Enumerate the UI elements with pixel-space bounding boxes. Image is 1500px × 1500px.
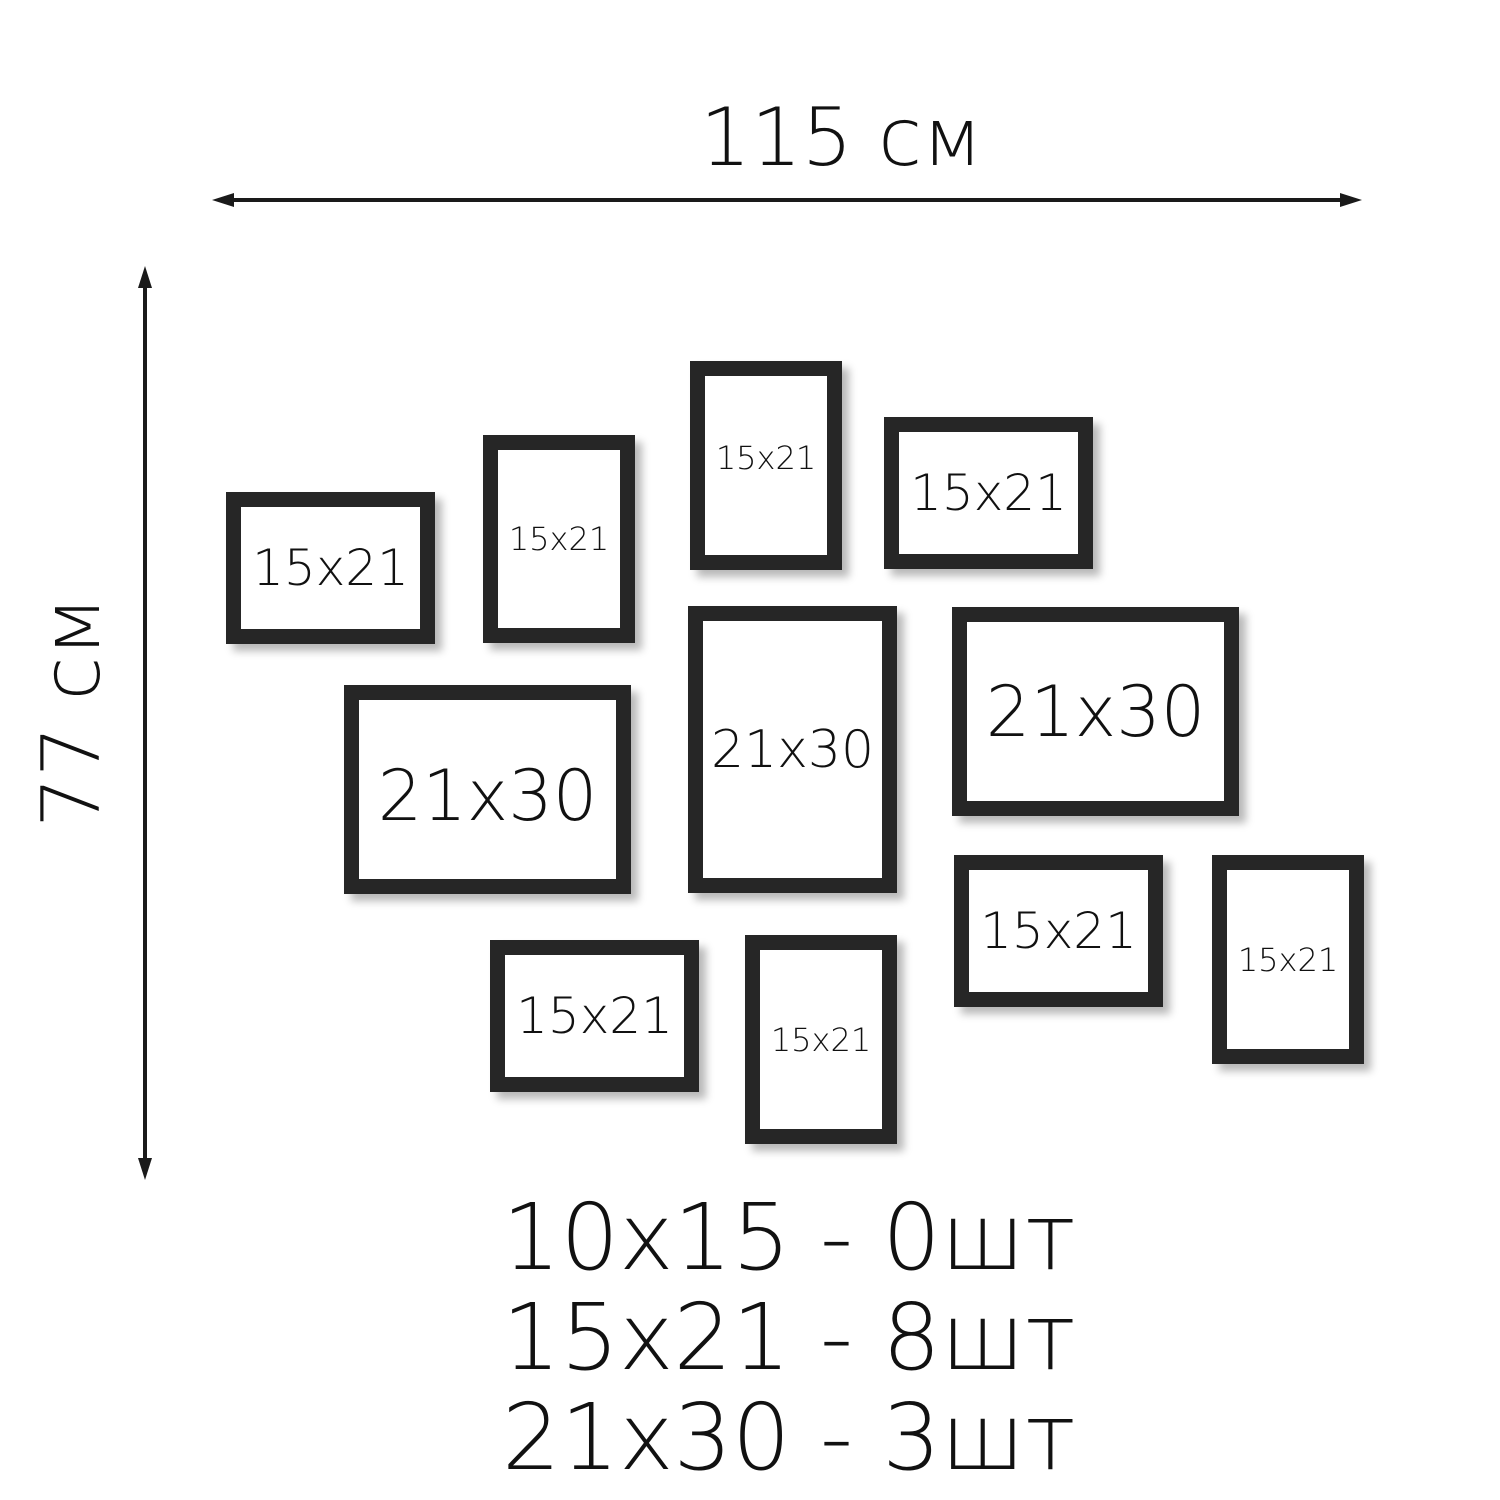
- frame-count-legend: 10x15 - 0шт 15x21 - 8шт 21x30 - 3шт: [502, 1188, 1076, 1488]
- frame-size-label: 15x21: [715, 438, 817, 477]
- height-arrow-down-icon: [138, 1158, 152, 1180]
- height-dimension-label: 77 см: [25, 596, 118, 828]
- frame-15x21-portrait-top-2: 15x21: [690, 361, 842, 570]
- frame-size-label: 21x30: [985, 670, 1206, 753]
- frame-size-label: 15x21: [980, 902, 1137, 960]
- legend-line-10x15: 10x15 - 0шт: [502, 1184, 1076, 1291]
- frame-size-label: 21x30: [710, 719, 875, 780]
- frame-15x21-portrait-bottom-center: 15x21: [745, 935, 897, 1144]
- frame-15x21-portrait-far-right: 15x21: [1212, 855, 1364, 1064]
- frame-size-label: 15x21: [252, 539, 409, 597]
- width-arrow-right-icon: [1340, 193, 1362, 207]
- frame-21x30-portrait-center: 21x30: [688, 606, 897, 893]
- frame-21x30-landscape-left: 21x30: [344, 685, 631, 894]
- frame-15x21-landscape-bottom-left: 15x21: [490, 940, 699, 1092]
- frame-15x21-portrait-top-1: 15x21: [483, 435, 635, 643]
- frame-size-label: 15x21: [508, 520, 610, 558]
- height-dimension-line: [143, 278, 147, 1168]
- frame-15x21-landscape-top-right: 15x21: [884, 417, 1093, 569]
- legend-line-15x21: 15x21 - 8шт: [502, 1284, 1076, 1391]
- height-arrow-up-icon: [138, 266, 152, 288]
- frame-size-label: 15x21: [516, 987, 673, 1045]
- frame-size-label: 15x21: [1237, 940, 1339, 979]
- legend-line-21x30: 21x30 - 3шт: [502, 1384, 1076, 1491]
- frame-15x21-landscape-bottom-right: 15x21: [954, 855, 1163, 1007]
- frame-15x21-landscape-top-left: 15x21: [226, 492, 435, 644]
- frame-size-label: 21x30: [377, 754, 598, 837]
- width-arrow-left-icon: [212, 193, 234, 207]
- frame-size-label: 15x21: [770, 1020, 872, 1059]
- width-dimension-label: 115 см: [700, 91, 983, 184]
- frame-21x30-landscape-right: 21x30: [952, 607, 1239, 816]
- width-dimension-line: [222, 198, 1352, 202]
- frame-size-label: 15x21: [910, 464, 1067, 522]
